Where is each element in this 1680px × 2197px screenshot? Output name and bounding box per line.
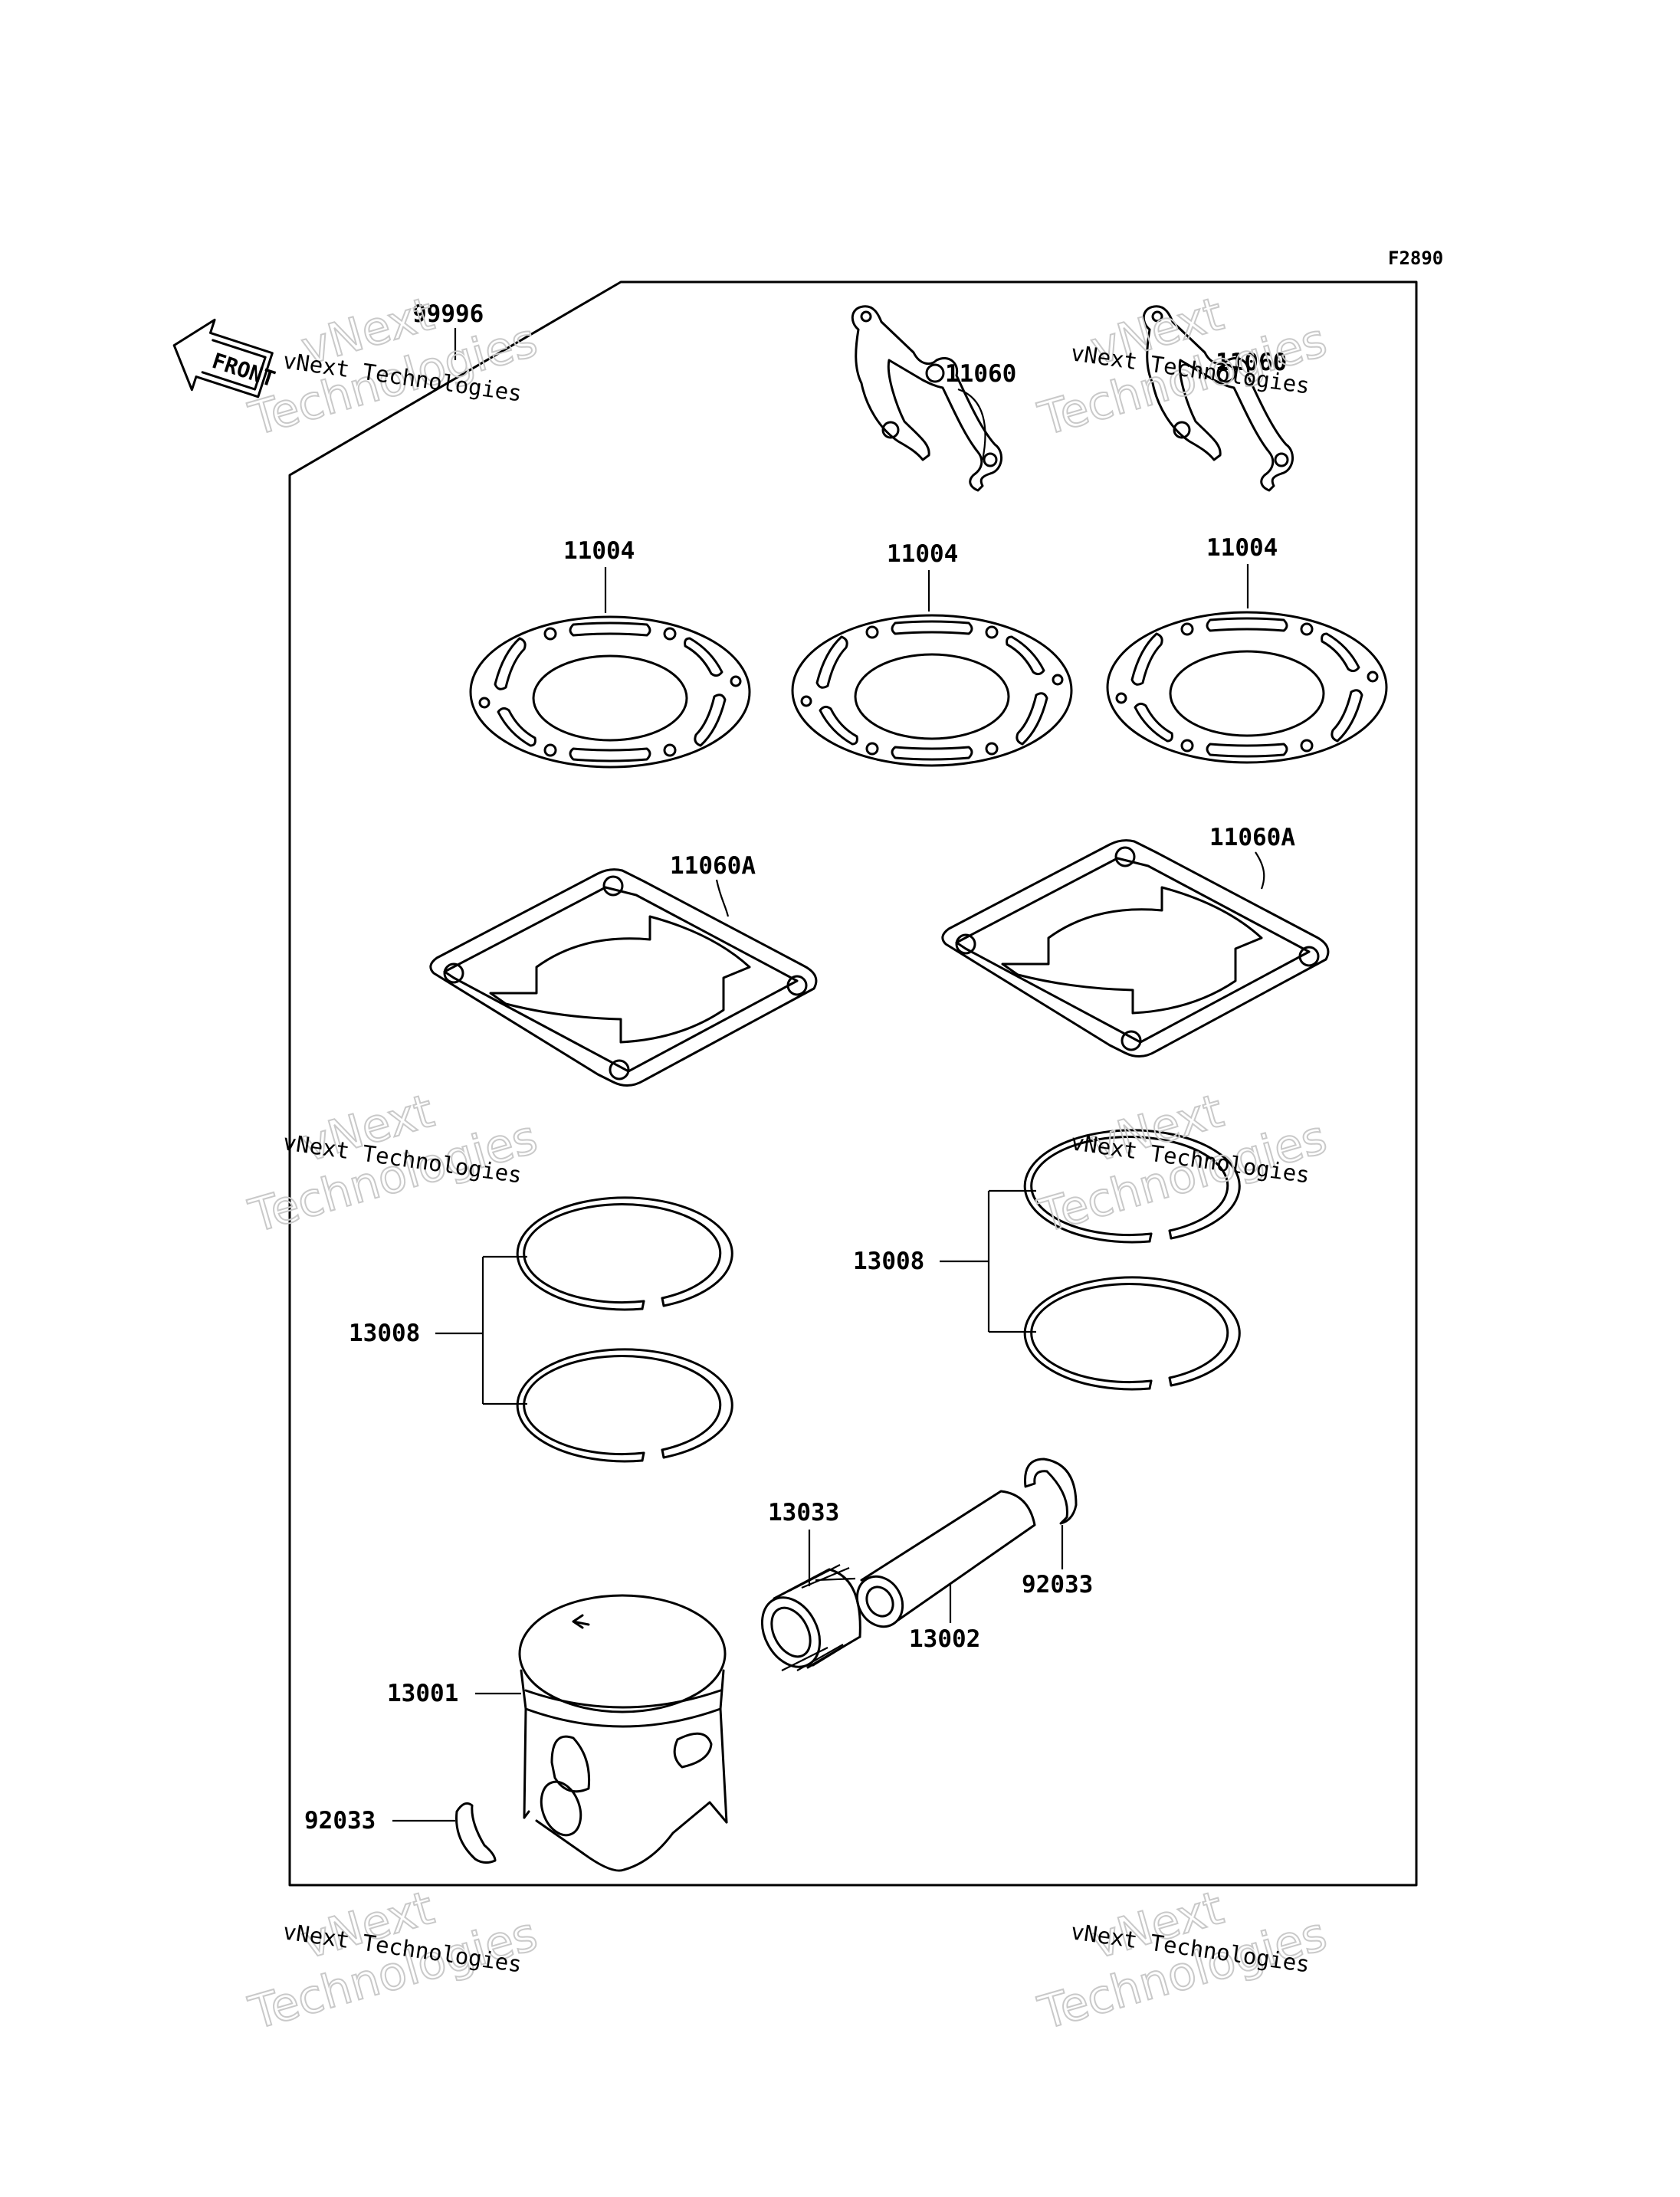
label-13008-left: 13008: [349, 1320, 420, 1347]
piston-rings-right: [1023, 1129, 1241, 1391]
snap-ring-left: [455, 1802, 497, 1864]
head-gasket-1: [469, 615, 751, 769]
label-13002: 13002: [909, 1625, 980, 1653]
piston: [518, 1594, 728, 1872]
leader-11060-left: [957, 388, 986, 461]
head-gasket-3: [1106, 611, 1388, 764]
label-92033-left: 92033: [304, 1807, 376, 1835]
label-13008-right: 13008: [853, 1248, 924, 1275]
label-92033-right: 92033: [1022, 1571, 1093, 1599]
crankcase-gasket-left: [851, 305, 1002, 492]
label-11004-2: 11004: [887, 540, 958, 568]
leader-11060A-left: [715, 879, 730, 917]
leader-11060A-right: [1255, 851, 1265, 890]
leader-13008-left: [435, 1255, 527, 1405]
base-gasket-left: [429, 868, 818, 1087]
base-gasket-right: [941, 839, 1330, 1058]
label-11060-right: 11060: [1216, 349, 1287, 376]
label-13001: 13001: [387, 1680, 458, 1707]
piston-rings-left: [516, 1196, 733, 1463]
label-11004-1: 11004: [563, 537, 635, 565]
crankcase-gasket-right: [1142, 305, 1294, 492]
label-11004-3: 11004: [1206, 534, 1278, 562]
label-11060A-left: 11060A: [670, 852, 756, 880]
label-11060-left: 11060: [945, 360, 1016, 388]
figure-code: F2890: [1388, 248, 1443, 269]
label-13033: 13033: [768, 1499, 839, 1526]
label-99996: 99996: [412, 300, 484, 328]
snap-ring-right: [1024, 1458, 1078, 1525]
head-gasket-2: [791, 614, 1073, 767]
piston-pin: [855, 1490, 1036, 1628]
diagram-frame: [288, 280, 1418, 1887]
label-11060A-right: 11060A: [1209, 824, 1295, 851]
leader-13008-right: [940, 1189, 1036, 1333]
needle-bearing: [760, 1564, 861, 1671]
